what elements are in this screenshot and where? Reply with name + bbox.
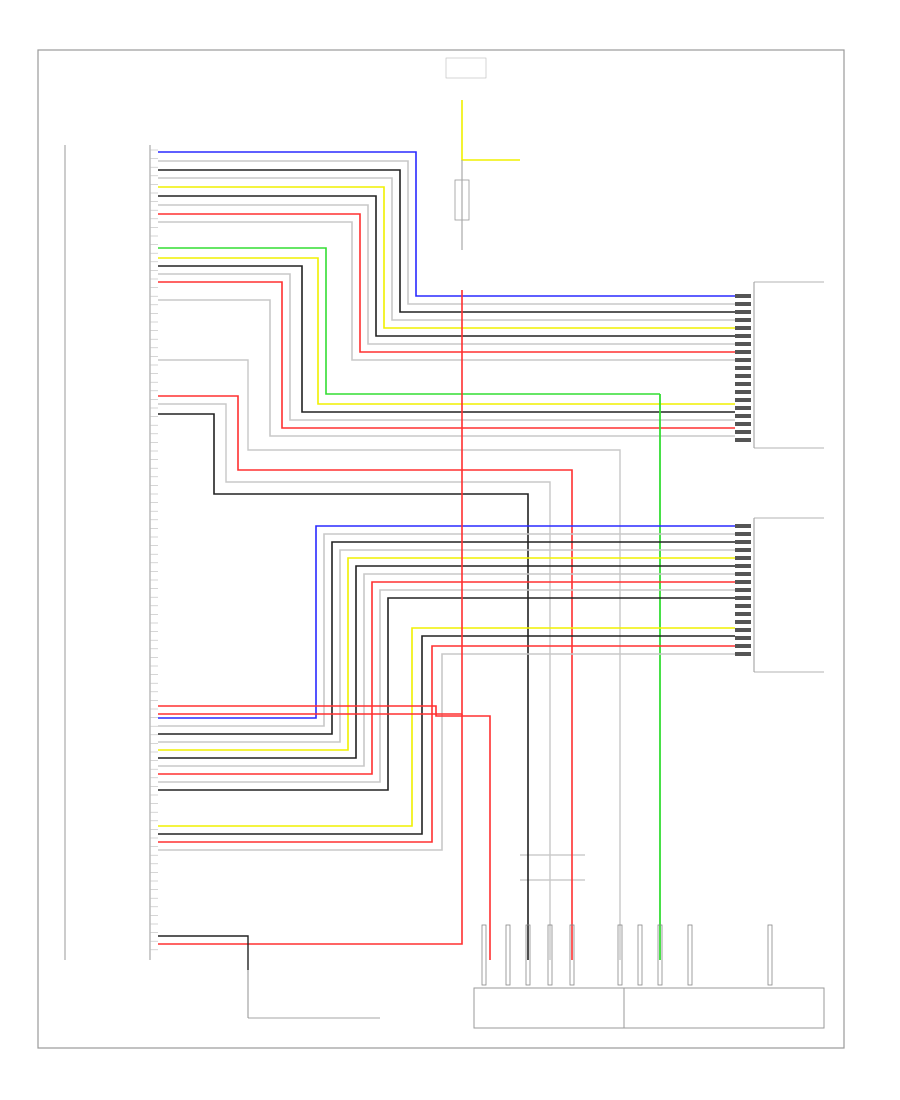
passenger-wire-5 — [158, 557, 735, 751]
driver-pin — [735, 318, 751, 322]
passenger-wire-3 — [158, 541, 735, 735]
passenger-pin — [735, 652, 751, 656]
passenger-wire-1 — [158, 525, 735, 719]
passenger-pin — [735, 644, 751, 648]
driver-pin — [735, 390, 751, 394]
passenger-pin — [735, 604, 751, 608]
passenger-speaker-wire-4 — [158, 653, 735, 851]
passenger-pin — [735, 612, 751, 616]
driver-speaker-wire-3 — [158, 265, 735, 413]
bottom-terminal-3 — [525, 924, 531, 986]
diagram-frame — [37, 49, 845, 1049]
driver-wire-8 — [158, 213, 735, 353]
bottom-terminal-1 — [481, 924, 487, 986]
bottom-terminal-10 — [767, 924, 773, 986]
passenger-pin — [735, 620, 751, 624]
passenger-wire-10 — [158, 597, 735, 791]
passenger-pin — [735, 636, 751, 640]
driver-speaker-wire-1 — [158, 247, 660, 395]
mid-wire-2 — [158, 403, 551, 960]
mid-wire-1 — [158, 359, 621, 960]
passenger-speaker-wire-2 — [158, 635, 735, 835]
ground-black — [158, 935, 249, 970]
driver-speaker-wire-2 — [158, 257, 735, 405]
bottom-terminal-2 — [505, 924, 511, 986]
driver-pin — [735, 326, 751, 330]
passenger-wire-4 — [158, 549, 735, 743]
driver-pin — [735, 406, 751, 410]
red-branch-1 — [158, 705, 491, 960]
connectors — [64, 57, 825, 1029]
passenger-pin — [735, 556, 751, 560]
driver-pin — [735, 334, 751, 338]
passenger-pin — [735, 532, 751, 536]
passenger-pin — [735, 540, 751, 544]
passenger-pin — [735, 564, 751, 568]
driver-pin — [735, 310, 751, 314]
driver-pin — [735, 382, 751, 386]
driver-wire-6 — [158, 195, 735, 337]
passenger-wire-7 — [158, 573, 735, 767]
bottom-terminal-6 — [617, 924, 623, 986]
driver-wire-9 — [158, 221, 735, 361]
passenger-wire-2 — [158, 533, 735, 727]
driver-pin — [735, 366, 751, 370]
bottom-terminal-4 — [547, 924, 553, 986]
driver-pin — [735, 302, 751, 306]
passenger-speaker-wire-3 — [158, 645, 735, 843]
bottom-terminal-9 — [687, 924, 693, 986]
driver-pin — [735, 414, 751, 418]
driver-pin — [735, 294, 751, 298]
driver-pin — [735, 350, 751, 354]
driver-wire-2 — [158, 160, 735, 305]
outer-border — [37, 49, 845, 1049]
passenger-pin — [735, 596, 751, 600]
driver-wire-5 — [158, 186, 735, 329]
driver-wire-1 — [158, 151, 735, 297]
passenger-pin — [735, 580, 751, 584]
passenger-pin — [735, 548, 751, 552]
driver-pin — [735, 358, 751, 362]
driver-speaker-wire-5 — [158, 281, 735, 429]
power-feed — [461, 100, 520, 161]
driver-wire-3 — [158, 169, 735, 313]
bottom-terminal-7 — [637, 924, 643, 986]
bottom-terminal-8 — [657, 924, 663, 986]
driver-pin — [735, 374, 751, 378]
driver-speaker-wire-6 — [158, 299, 735, 437]
wires — [158, 100, 735, 1019]
driver-pin — [735, 438, 751, 442]
driver-pin — [735, 422, 751, 426]
passenger-wire-9 — [158, 589, 735, 783]
driver-pin — [735, 430, 751, 434]
passenger-pin — [735, 628, 751, 632]
passenger-pin — [735, 588, 751, 592]
passenger-speaker-wire-1 — [158, 627, 735, 827]
driver-wire-7 — [158, 204, 735, 345]
passenger-wire-6 — [158, 565, 735, 759]
terminals — [481, 294, 773, 986]
passenger-pin — [735, 572, 751, 576]
bottom-terminal-5 — [569, 924, 575, 986]
mid-wire-black — [158, 413, 529, 960]
mid-wire-red — [158, 395, 573, 960]
red-trunk — [158, 290, 463, 715]
driver-speaker-wire-4 — [158, 273, 735, 421]
driver-pin — [735, 398, 751, 402]
red-bottom-link — [158, 714, 463, 945]
passenger-wire-8 — [158, 581, 735, 775]
driver-wire-4 — [158, 177, 735, 321]
ground-bus — [473, 987, 825, 1029]
driver-pin — [735, 342, 751, 346]
passenger-pin — [735, 524, 751, 528]
fuse-label-box — [445, 57, 487, 79]
